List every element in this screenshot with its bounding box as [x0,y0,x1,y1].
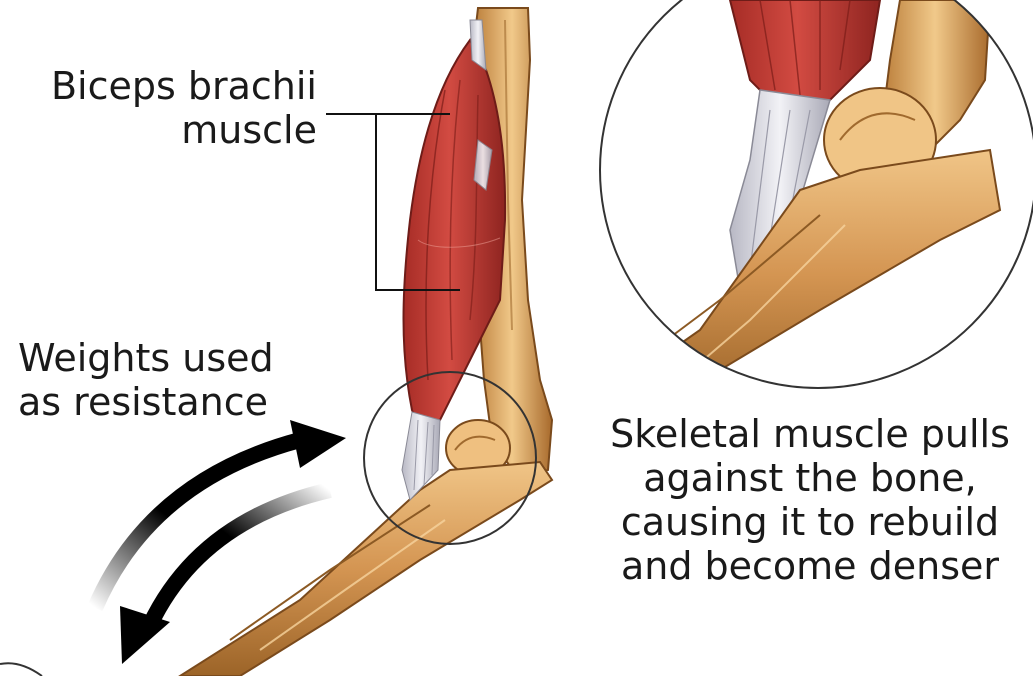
skeletal-label: Skeletal muscle pulls against the bone, … [590,412,1030,588]
biceps-label-line-1: Biceps brachii [51,64,317,108]
weights-label-line-2: as resistance [18,380,274,424]
forearm-bones [180,462,552,676]
skeletal-label-line-4: and become denser [590,544,1030,588]
biceps-label: Biceps brachii muscle [51,64,317,152]
weights-label-line-1: Weights used [18,336,274,380]
zoom-detail [600,0,1033,400]
skeletal-label-line-3: causing it to rebuild [590,500,1030,544]
curved-arrow-up-icon [95,420,346,608]
skeletal-label-line-2: against the bone, [590,456,1030,500]
skeletal-label-line-1: Skeletal muscle pulls [590,412,1030,456]
biceps-label-line-2: muscle [51,108,317,152]
hand-weight-edge [0,663,42,676]
weights-label: Weights used as resistance [18,336,274,424]
